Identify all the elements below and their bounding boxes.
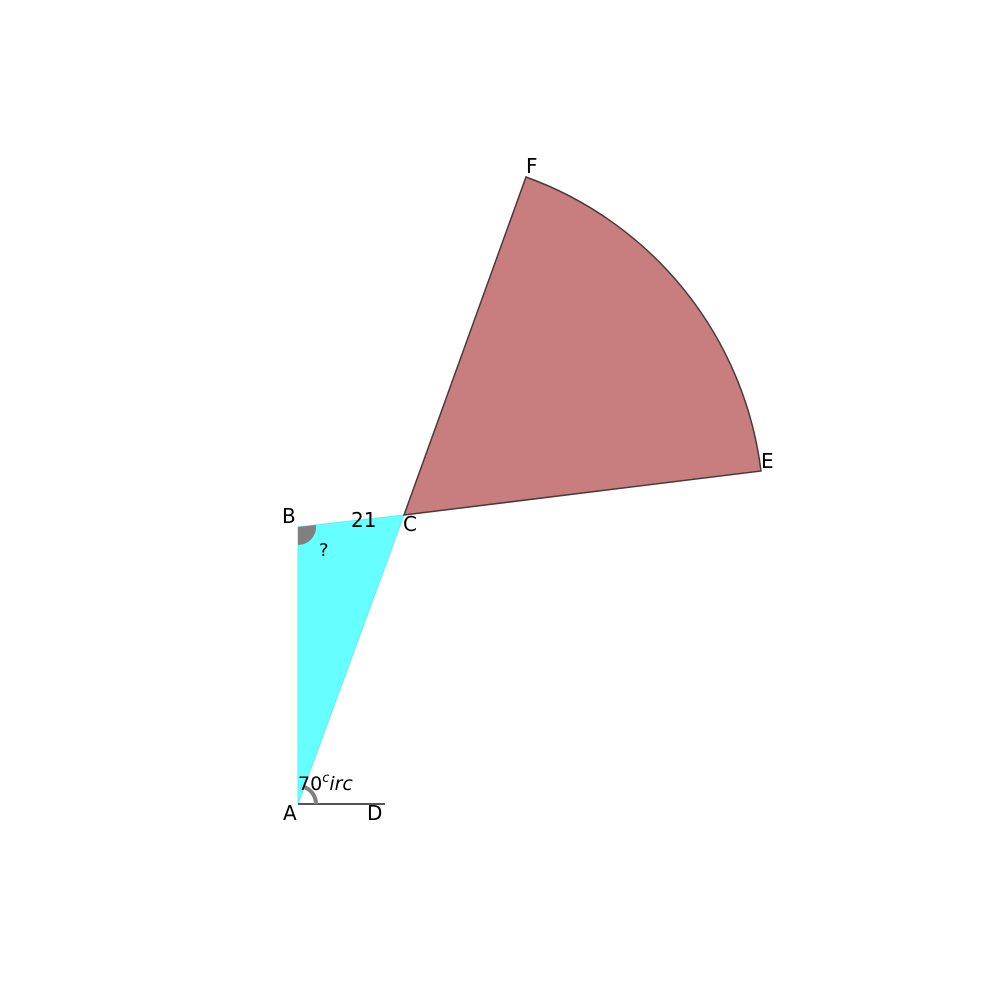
label-point-d: D — [367, 801, 382, 825]
label-side-bc: 21 — [351, 508, 376, 532]
label-point-a: A — [283, 801, 297, 825]
label-angle-a: 70circ — [298, 771, 353, 795]
triangle-abc — [297, 514, 405, 805]
label-point-f: F — [526, 154, 538, 178]
label-angle-b: ? — [319, 540, 329, 561]
angle-marker-b — [298, 525, 317, 546]
label-point-c: C — [403, 512, 417, 536]
angle-a-rest: irc — [329, 773, 353, 795]
angle-marker-a — [303, 785, 319, 805]
label-point-b: B — [282, 504, 296, 528]
sector-cef — [402, 176, 762, 516]
label-point-e: E — [761, 449, 774, 473]
angle-a-sup: c — [322, 771, 329, 786]
angle-a-value: 70 — [298, 773, 322, 795]
